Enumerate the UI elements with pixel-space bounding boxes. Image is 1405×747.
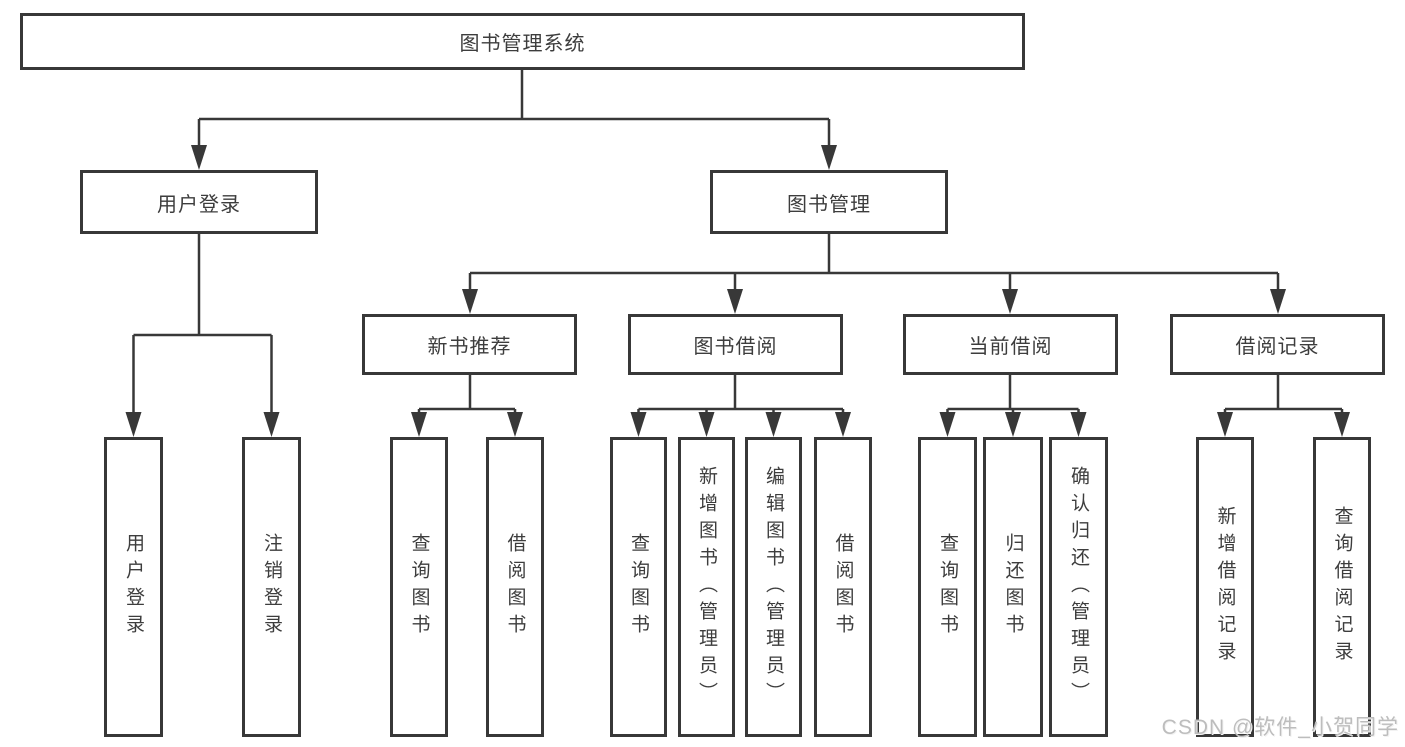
node-label: 查询图书 [628,533,649,641]
arrow-down-icon [1005,412,1021,437]
arrow-down-icon [191,145,207,170]
node-label: 借阅图书 [832,533,854,641]
node-label: 确认归还（管理员） [1068,465,1089,709]
node-label: 图书管理系统 [459,33,586,55]
arrow-down-icon [939,412,956,437]
arrow-down-icon [835,412,851,437]
node-new-book-recommendation: 新书推荐 [362,314,577,375]
arrow-down-icon [1334,412,1350,437]
leaf-logout: 注销登录 [242,437,301,737]
arrow-down-icon [630,412,647,437]
arrow-down-icon [1217,412,1233,437]
arrow-down-icon [1002,289,1018,314]
arrow-down-icon [411,412,427,437]
node-root-system: 图书管理系统 [20,13,1025,70]
node-label: 编辑图书（管理员） [763,465,784,709]
leaf-query-books-current: 查询图书 [918,437,977,737]
node-label: 新增借阅记录 [1214,506,1236,668]
arrow-down-icon [1070,412,1087,437]
leaf-user-login: 用户登录 [104,437,163,737]
leaf-query-borrow-record: 查询借阅记录 [1313,437,1371,737]
arrow-down-icon [507,412,523,437]
node-label: 查询借阅记录 [1331,506,1353,668]
node-book-borrowing: 图书借阅 [628,314,843,375]
leaf-borrow-books-recommendation: 借阅图书 [486,437,544,737]
node-label: 借阅记录 [1235,336,1320,358]
arrow-down-icon [1270,289,1286,314]
node-label: 新增图书（管理员） [696,465,717,709]
node-label: 新书推荐 [427,336,512,358]
node-current-borrowing: 当前借阅 [903,314,1118,375]
node-borrowing-records: 借阅记录 [1170,314,1385,375]
leaf-query-books-recommendation: 查询图书 [390,437,448,737]
node-user-login: 用户登录 [80,170,318,234]
leaf-confirm-return-admin: 确认归还（管理员） [1049,437,1108,737]
arrow-down-icon [727,289,743,314]
arrow-down-icon [125,412,142,437]
arrow-down-icon [462,289,478,314]
node-label: 注销登录 [261,533,282,641]
leaf-add-borrow-record: 新增借阅记录 [1196,437,1254,737]
arrow-down-icon [263,412,280,437]
node-label: 当前借阅 [968,336,1053,358]
leaf-return-books: 归还图书 [983,437,1043,737]
node-label: 查询图书 [408,533,430,641]
node-label: 借阅图书 [504,533,526,641]
node-label: 图书借阅 [693,336,778,358]
node-book-management: 图书管理 [710,170,948,234]
node-label: 查询图书 [937,533,958,641]
leaf-borrow-books-borrowing: 借阅图书 [814,437,872,737]
csdn-watermark: CSDN @软件_小贺同学 [1161,716,1399,739]
arrow-down-icon [698,412,715,437]
node-label: 用户登录 [123,533,144,641]
arrow-down-icon [821,145,837,170]
node-label: 用户登录 [157,193,241,216]
leaf-edit-books-admin: 编辑图书（管理员） [745,437,802,737]
leaf-add-books-admin: 新增图书（管理员） [678,437,735,737]
leaf-query-books-borrowing: 查询图书 [610,437,667,737]
node-label: 归还图书 [1002,533,1024,641]
node-label: 图书管理 [787,193,871,216]
arrow-down-icon [765,412,782,437]
